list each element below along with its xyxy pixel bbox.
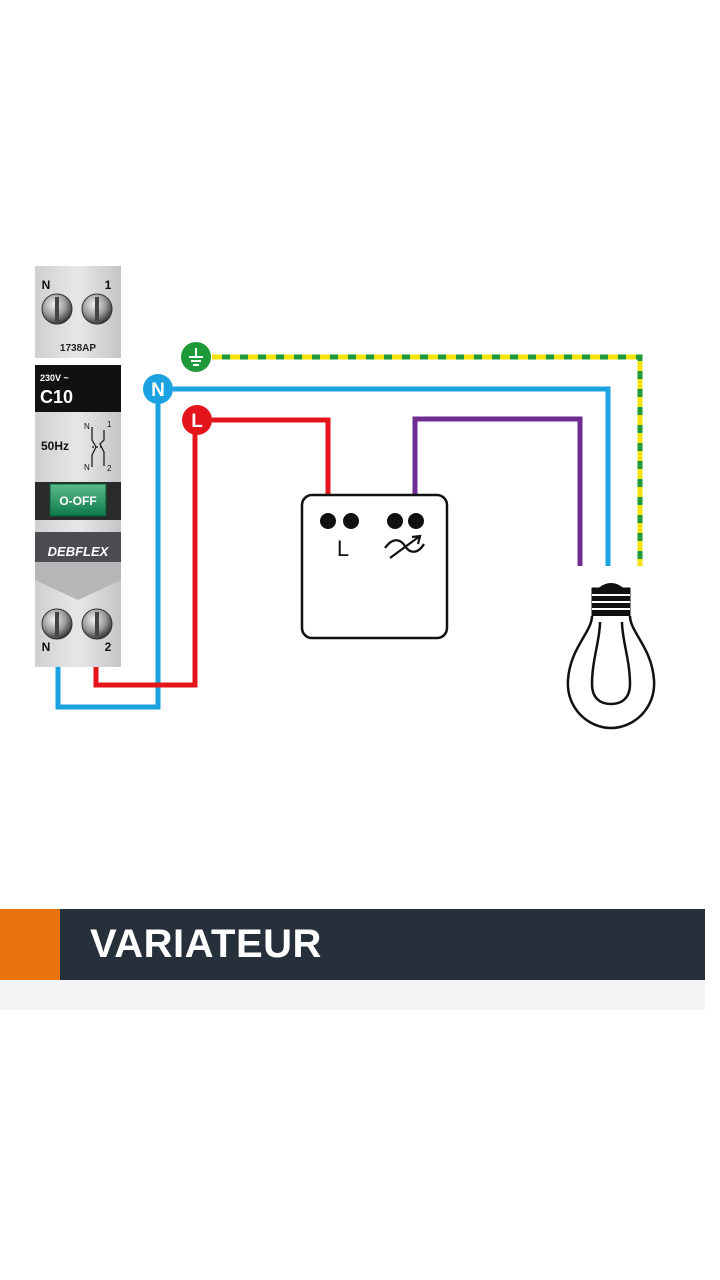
dimmer-input-label: L (337, 536, 349, 561)
breaker-top-left-terminal: N (42, 278, 51, 292)
screw-icon (81, 608, 113, 640)
breaker-schematic-1: 1 (107, 420, 112, 429)
breaker-brand: DEBFLEX (48, 544, 110, 559)
neutral-wire (173, 386, 611, 566)
neutral-badge: N (143, 374, 173, 404)
earth-symbol-icon (189, 348, 203, 366)
screw-icon (81, 293, 113, 325)
breaker-bottom-left-terminal: N (42, 640, 51, 654)
dimmer-terminal (387, 513, 403, 529)
circuit-breaker: N 1 1738AP 230V ~ C10 50Hz N 1 N 2 O-OFF (35, 266, 121, 667)
title-underband (0, 980, 705, 1010)
breaker-model: 1738AP (60, 343, 96, 354)
breaker-schematic-icon (91, 427, 105, 467)
live-wire (212, 417, 331, 520)
breaker-schematic-n-bottom: N (84, 463, 90, 472)
breaker-bottom-right-terminal: 2 (105, 640, 112, 654)
breaker-top-right-terminal: 1 (105, 278, 112, 292)
dimmer-terminal (408, 513, 424, 529)
wiring-diagram: N L N 1 1738AP 230V ~ C10 50Hz N 1 N 2 (35, 266, 656, 730)
screw-icon (41, 293, 73, 325)
dimmer-module: L (300, 493, 449, 640)
live-badge: L (182, 405, 212, 435)
neutral-badge-label: N (151, 380, 165, 401)
dimmed-output-wire (412, 416, 583, 566)
breaker-voltage: 230V ~ (40, 373, 69, 383)
earth-wire (212, 354, 643, 566)
dimmer-terminal (343, 513, 359, 529)
earth-badge (181, 342, 211, 372)
screw-icon (41, 608, 73, 640)
dimmer-symbol-icon (384, 534, 425, 559)
page-title: VARIATEUR (90, 922, 322, 966)
dimmer-terminal (320, 513, 336, 529)
live-badge-label: L (191, 411, 203, 432)
breaker-schematic-2: 2 (107, 464, 112, 473)
title-bar: VARIATEUR (0, 909, 705, 980)
breaker-schematic-n-top: N (84, 422, 90, 431)
light-bulb-icon (566, 583, 656, 730)
neutral-return-wire (55, 400, 161, 710)
breaker-rating: C10 (40, 387, 73, 407)
breaker-frequency: 50Hz (41, 439, 69, 453)
title-accent (0, 909, 60, 980)
breaker-switch-label: O-OFF (59, 494, 96, 508)
live-feed-wire (93, 432, 198, 688)
